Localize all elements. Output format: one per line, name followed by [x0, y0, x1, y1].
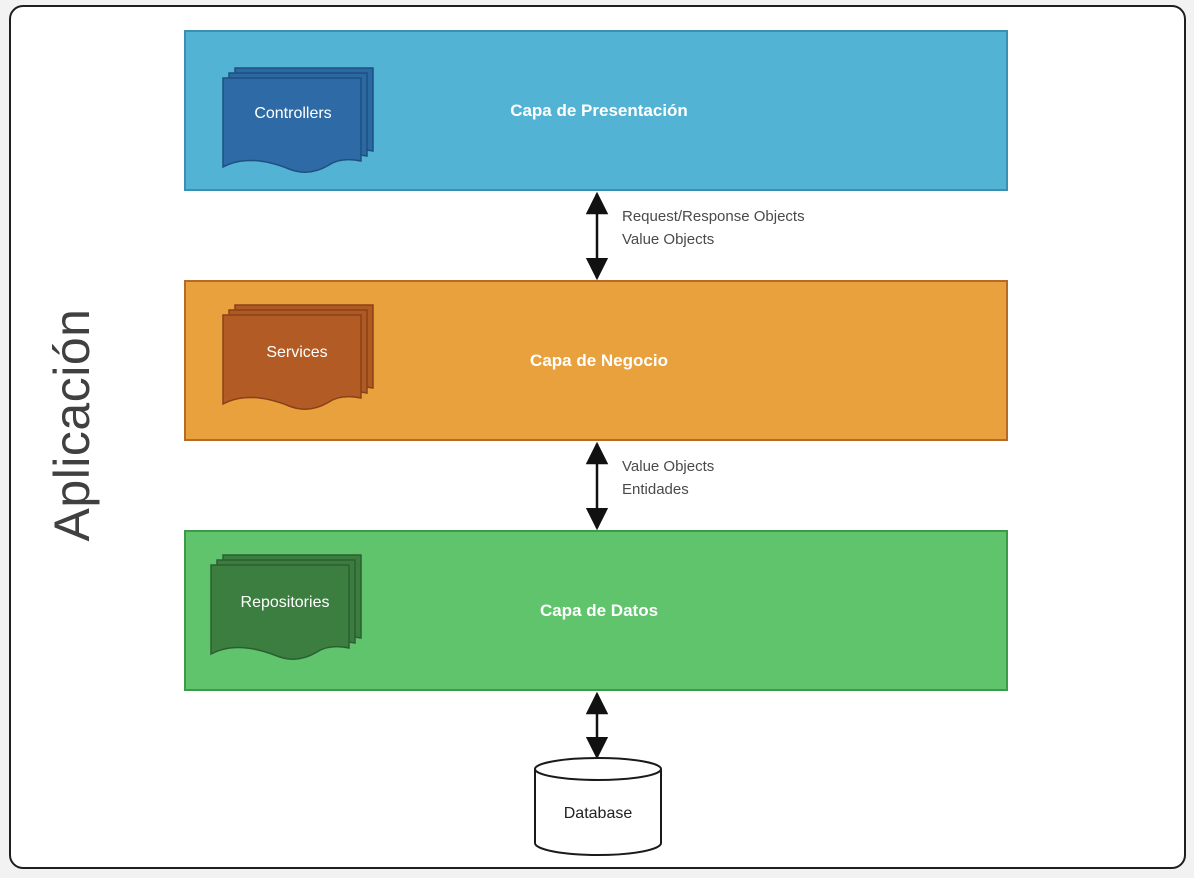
- connection-label-line: Request/Response Objects: [622, 208, 805, 225]
- connection-label-business-data: Value Objects Entidades: [622, 455, 714, 501]
- business-layer[interactable]: Services Capa de Negocio: [184, 280, 1008, 441]
- database-cylinder[interactable]: Database: [533, 757, 663, 859]
- repositories-document-stack-icon: Repositories: [209, 554, 369, 664]
- data-layer[interactable]: Repositories Capa de Datos: [184, 530, 1008, 691]
- connection-label-line: Value Objects: [622, 458, 715, 475]
- connection-label-line: Value Objects: [622, 231, 715, 248]
- repositories-label: Repositories: [240, 594, 330, 611]
- connection-label-presentation-business: Request/Response Objects Value Objects: [622, 205, 805, 251]
- data-layer-title: Capa de Datos: [539, 600, 659, 620]
- controllers-document-stack-icon: Controllers: [221, 67, 381, 177]
- connection-label-line: Entidades: [622, 481, 689, 498]
- database-label: Database: [563, 805, 633, 822]
- business-layer-title: Capa de Negocio: [530, 350, 668, 370]
- controllers-label: Controllers: [254, 105, 332, 122]
- presentation-layer[interactable]: Controllers Capa de Presentación: [184, 30, 1008, 191]
- services-label: Services: [266, 344, 328, 361]
- services-document-stack-icon: Services: [221, 304, 381, 414]
- database-icon: [534, 757, 662, 856]
- presentation-layer-title: Capa de Presentación: [510, 100, 688, 120]
